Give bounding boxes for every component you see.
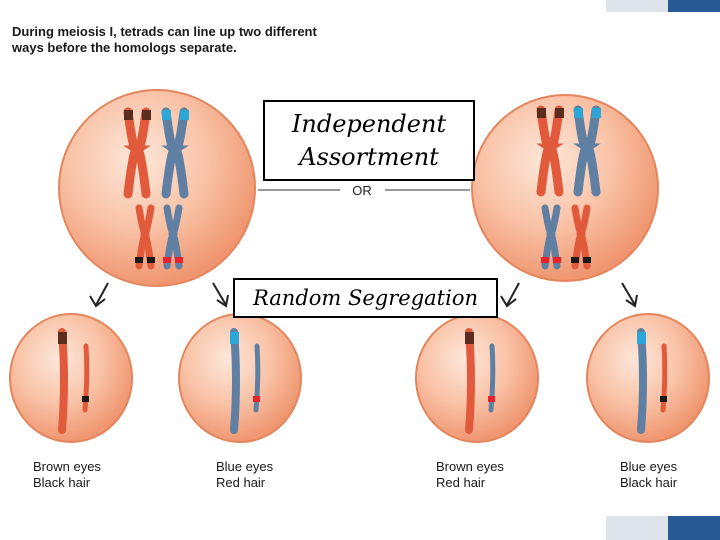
cell-3-traits: Brown eyes Red hair — [436, 459, 504, 491]
chromosome-blue-small — [163, 204, 183, 270]
corner-stripe-top-blue — [668, 0, 720, 12]
arrow-to-cell-3 — [500, 282, 520, 308]
cell-2-traits: Blue eyes Red hair — [216, 459, 273, 491]
chromosome-blue-large — [161, 107, 189, 199]
chromosome-red-large — [58, 328, 68, 434]
arrow-to-cell-4 — [621, 282, 638, 308]
eye-trait: Brown eyes — [33, 459, 101, 474]
parent-cell-right — [471, 94, 659, 282]
chromosome-blue-large — [230, 328, 240, 434]
chromosome-red-small — [82, 343, 90, 413]
chromosome-blue-small — [253, 343, 261, 413]
cell-body — [471, 94, 659, 282]
random-segregation-label: Random Segregation — [233, 278, 498, 318]
chromosome-red-large — [123, 107, 151, 199]
arrow-to-cell-2 — [212, 282, 229, 308]
cell-4-traits: Blue eyes Black hair — [620, 459, 677, 491]
chromosome-red-small — [660, 343, 668, 413]
parent-cell-left — [58, 89, 256, 287]
cell-body — [178, 313, 302, 443]
cell-body — [586, 313, 710, 443]
cell-body — [9, 313, 133, 443]
chromosome-blue-small — [541, 204, 561, 270]
hair-trait: Red hair — [216, 475, 266, 490]
corner-stripe-bottom-blue — [668, 516, 720, 540]
chromosome-blue-large — [573, 105, 601, 197]
chromosome-red-large — [536, 105, 564, 197]
daughter-cell-4 — [586, 313, 710, 443]
daughter-cell-1 — [9, 313, 133, 443]
cell-body — [58, 89, 256, 287]
corner-stripe-top-gray — [606, 0, 668, 12]
cell-body — [415, 313, 539, 443]
hair-trait: Red hair — [436, 475, 486, 490]
figure-caption: During meiosis I, tetrads can line up tw… — [12, 24, 317, 55]
chromosome-red-small — [571, 204, 591, 270]
arrow-to-cell-1 — [89, 282, 109, 308]
chromosome-blue-small — [488, 343, 496, 413]
cell-1-traits: Brown eyes Black hair — [33, 459, 101, 491]
hair-trait: Black hair — [33, 475, 91, 490]
eye-trait: Blue eyes — [620, 459, 678, 474]
divider-or: OR — [352, 183, 372, 198]
daughter-cell-2 — [178, 313, 302, 443]
chromosome-red-large — [465, 328, 475, 434]
chromosome-red-small — [135, 204, 155, 270]
corner-stripe-bottom-gray — [606, 516, 668, 540]
chromosome-blue-large — [637, 328, 647, 434]
daughter-cell-3 — [415, 313, 539, 443]
hair-trait: Black hair — [620, 475, 678, 490]
eye-trait: Blue eyes — [216, 459, 274, 474]
eye-trait: Brown eyes — [436, 459, 504, 474]
independent-assortment-label: Independent Assortment — [263, 100, 475, 181]
